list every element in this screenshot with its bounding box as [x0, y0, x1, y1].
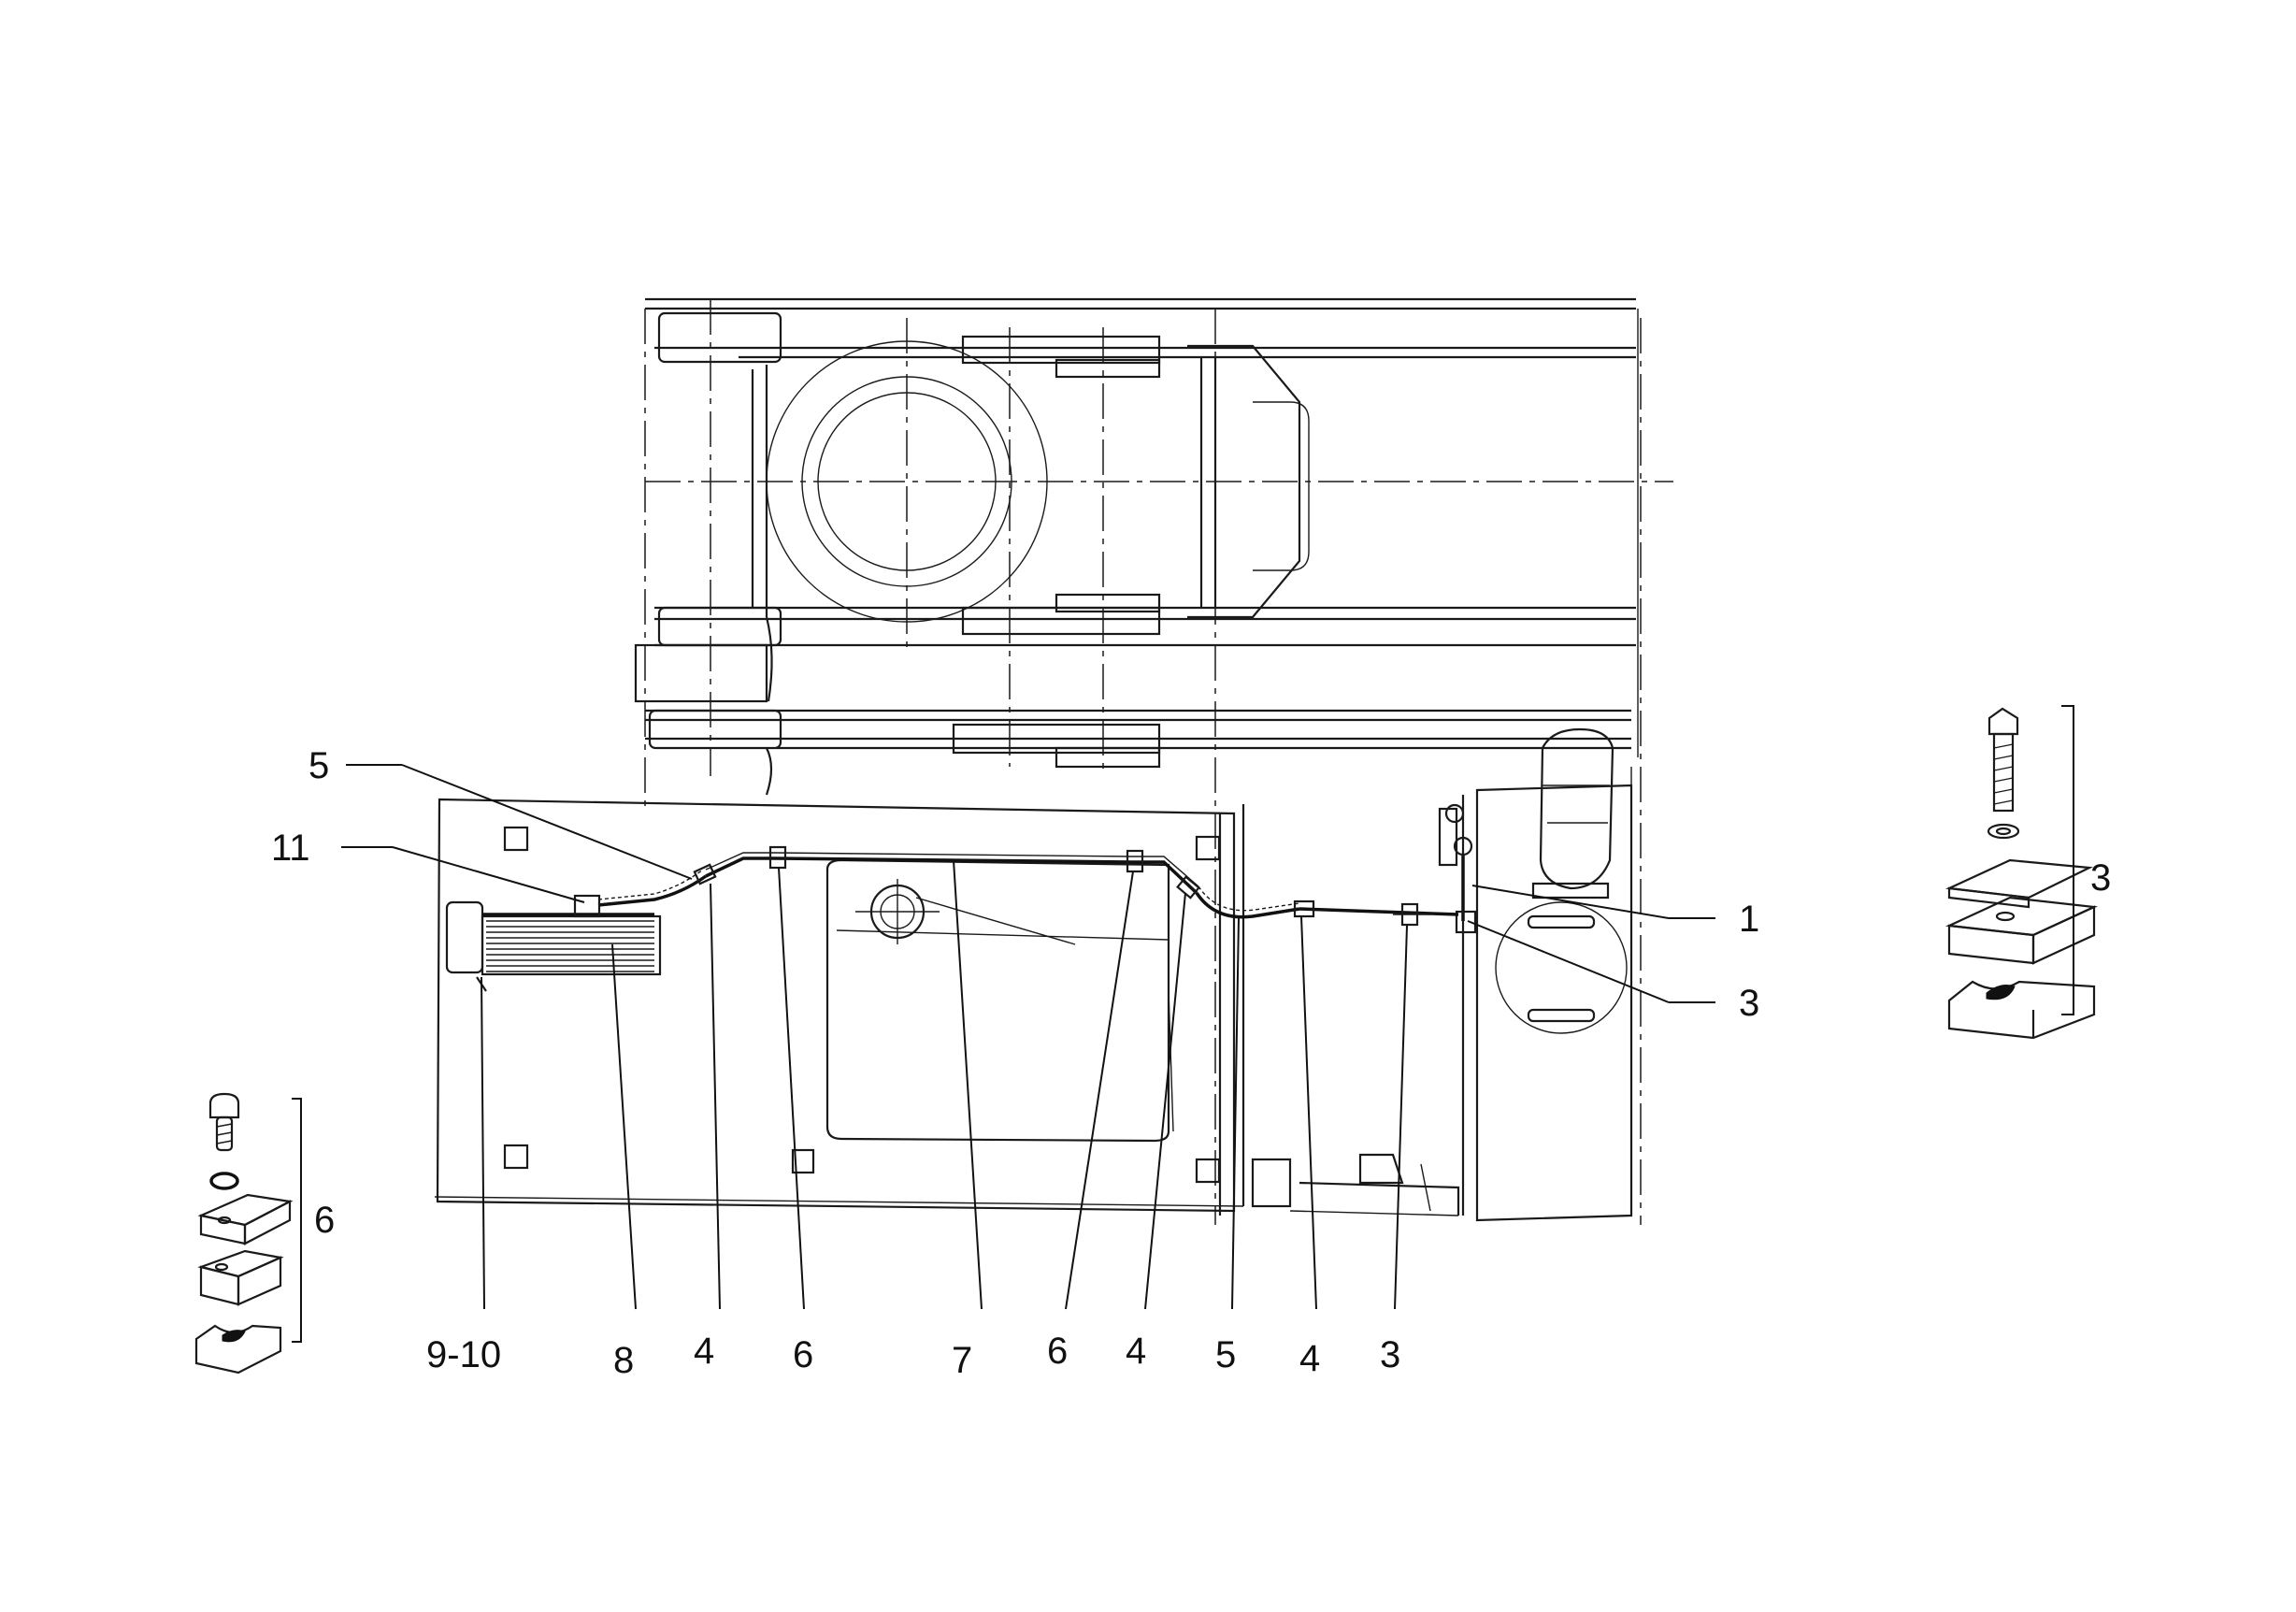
callout-6-b: 6 [1047, 1331, 1068, 1372]
clamp-kit-3 [1944, 705, 2099, 1040]
clamp-6-left [768, 845, 787, 870]
callout-3-right: 3 [1739, 983, 1759, 1024]
callout-4-a: 4 [694, 1331, 714, 1372]
callout-7: 7 [952, 1340, 972, 1381]
callout-5-top: 5 [309, 745, 329, 786]
coupling-4-left [693, 863, 717, 885]
hose-fitting-reel [573, 894, 601, 918]
callout-1: 1 [1739, 899, 1759, 940]
leader-lines [341, 764, 1715, 1310]
hose-right [1195, 892, 1300, 919]
callout-4-b: 4 [1126, 1331, 1146, 1372]
coupling-4-mid [1176, 875, 1200, 900]
callout-labels: 5 11 1 3 3 6 9-10 8 4 6 7 6 4 5 4 3 [271, 745, 2111, 1381]
callout-9-10: 9-10 [426, 1334, 501, 1375]
callout-8: 8 [613, 1340, 634, 1381]
coupling-4-right [1293, 900, 1315, 918]
upper-frame-structure [634, 297, 1673, 1225]
callout-3-bottom: 3 [1380, 1334, 1400, 1375]
clamp-kit-6 [194, 1092, 302, 1375]
callout-4-c: 4 [1299, 1338, 1320, 1379]
callout-6-a: 6 [793, 1334, 813, 1375]
hose-reel [445, 900, 662, 992]
clamp-6-right [1126, 849, 1144, 873]
hose-left [597, 874, 708, 907]
callout-5-bottom: 5 [1215, 1334, 1236, 1375]
hydraulic-line [573, 845, 1459, 927]
callout-11: 11 [271, 828, 310, 869]
callout-3-kit: 3 [2090, 857, 2111, 899]
callout-6-kit: 6 [314, 1200, 335, 1241]
